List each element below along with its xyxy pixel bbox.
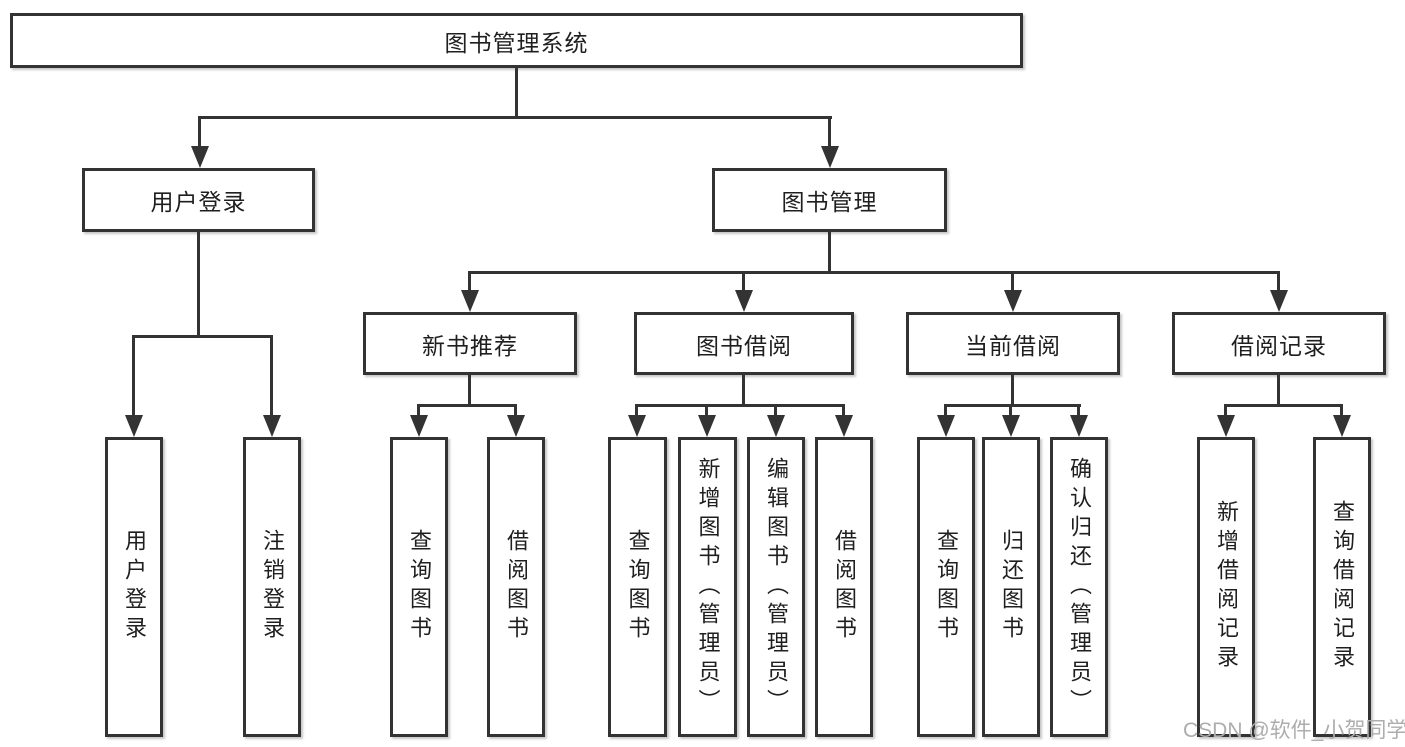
leaf-return-books-label: 归还图书 (999, 529, 1024, 645)
node-book-borrowing-label: 图书借阅 (696, 332, 792, 359)
node-user-login-label: 用户登录 (150, 189, 247, 215)
arrow-down-icon (1217, 415, 1235, 437)
arrow-down-icon (461, 290, 479, 312)
arrow-down-icon (263, 415, 281, 437)
connector-leaf-stub (1340, 404, 1343, 415)
connector-leaf-stub (635, 404, 638, 415)
arrow-down-icon (125, 415, 143, 437)
node-book-management: 图书管理 (712, 168, 947, 232)
connector-leaf-stub (417, 404, 420, 415)
connector-book-management-stem (828, 232, 831, 273)
node-book-borrowing: 图书借阅 (634, 312, 854, 375)
leaf-add-books-admin: 新增图书（管理员） (678, 437, 737, 737)
node-current-borrowing-label: 当前借阅 (965, 332, 1061, 359)
connector-leaf-logout-stub (270, 335, 273, 415)
connector-book-borrowing-stub (742, 271, 745, 292)
leaf-edit-books-admin: 编辑图书（管理员） (747, 437, 805, 737)
leaf-query-borrow-record-label: 查询借阅记录 (1330, 500, 1355, 674)
arrow-down-icon (628, 415, 646, 437)
leaf-return-books: 归还图书 (982, 437, 1040, 737)
leaf-rec-query-books: 查询图书 (390, 437, 448, 737)
connector-leaf-user-login-stub (132, 335, 135, 415)
connector-user-login-stem (197, 232, 200, 337)
node-user-login: 用户登录 (82, 168, 315, 232)
connector-borrowing-records-stem (1277, 375, 1280, 406)
leaf-borrow-books: 借阅图书 (815, 437, 873, 737)
arrow-down-icon (821, 146, 839, 168)
leaf-confirm-return-admin-label: 确认归还（管理员） (1067, 456, 1092, 718)
node-library-system: 图书管理系统 (10, 13, 1023, 68)
leaf-rec-borrow-books: 借阅图书 (487, 437, 545, 737)
leaf-query-borrow-record: 查询借阅记录 (1313, 437, 1371, 737)
node-library-system-label: 图书管理系统 (444, 29, 589, 56)
leaf-borrow-books-label: 借阅图书 (832, 529, 857, 645)
node-borrowing-records-label: 借阅记录 (1231, 332, 1327, 359)
leaf-user-login: 用户登录 (105, 437, 163, 737)
connector-leaf-stub (774, 404, 777, 415)
connector-new-book-rec-stem (468, 375, 471, 406)
leaf-confirm-return-admin: 确认归还（管理员） (1050, 437, 1108, 737)
connector-leaf-stub (842, 404, 845, 415)
node-borrowing-records: 借阅记录 (1172, 312, 1386, 375)
leaf-add-books-admin-label: 新增图书（管理员） (695, 456, 721, 718)
connector-root-hline (198, 116, 832, 119)
connector-borrowing-records-stub (1277, 271, 1280, 292)
arrow-down-icon (698, 415, 716, 437)
connector-root-stem (515, 68, 518, 118)
connector-current-borrowing-stem (1011, 375, 1014, 406)
leaf-logout-label: 注销登录 (260, 529, 285, 645)
leaf-borrow-query-books-label: 查询图书 (625, 529, 651, 645)
arrow-down-icon (1070, 415, 1088, 437)
node-book-management-label: 图书管理 (781, 189, 878, 215)
connector-book-borrowing-hline (635, 404, 845, 407)
connector-current-borrowing-stub (1011, 271, 1014, 292)
connector-user-login-stub (198, 116, 201, 148)
arrow-down-icon (937, 415, 955, 437)
connector-book-management-hline (468, 271, 1280, 274)
arrow-down-icon (735, 290, 753, 312)
watermark-text: CSDN @软件_小贺同学 (1183, 719, 1405, 742)
leaf-current-query-books-label: 查询图书 (934, 529, 959, 645)
leaf-user-login-label: 用户登录 (122, 529, 147, 645)
node-new-book-recommendation-label: 新书推荐 (422, 332, 518, 359)
connector-leaf-stub (514, 404, 517, 415)
leaf-rec-borrow-books-label: 借阅图书 (504, 529, 529, 645)
leaf-add-borrow-record-label: 新增借阅记录 (1214, 500, 1239, 674)
connector-book-borrowing-stem (742, 375, 745, 406)
connector-leaf-stub (1224, 404, 1227, 415)
arrow-down-icon (1004, 290, 1022, 312)
leaf-rec-query-books-label: 查询图书 (407, 529, 432, 645)
connector-leaf-stub (944, 404, 947, 415)
connector-leaf-stub (1009, 404, 1012, 415)
connector-new-book-rec-stub (468, 271, 471, 292)
arrow-down-icon (410, 415, 428, 437)
connector-current-borrowing-hline (944, 404, 1081, 407)
connector-user-login-hline (132, 335, 273, 338)
leaf-current-query-books: 查询图书 (917, 437, 975, 737)
connector-leaf-stub (1077, 404, 1080, 415)
arrow-down-icon (1333, 415, 1351, 437)
leaf-logout: 注销登录 (243, 437, 301, 737)
arrow-down-icon (191, 146, 209, 168)
node-new-book-recommendation: 新书推荐 (363, 312, 577, 375)
leaf-add-borrow-record: 新增借阅记录 (1197, 437, 1255, 737)
connector-borrowing-records-hline (1224, 404, 1343, 407)
leaf-borrow-query-books: 查询图书 (608, 437, 667, 737)
arrow-down-icon (1270, 290, 1288, 312)
leaf-edit-books-admin-label: 编辑图书（管理员） (764, 456, 789, 718)
connector-book-management-stub (828, 116, 831, 148)
arrow-down-icon (507, 415, 525, 437)
arrow-down-icon (835, 415, 853, 437)
connector-new-book-rec-hline (417, 404, 517, 407)
connector-leaf-stub (705, 404, 708, 415)
node-current-borrowing: 当前借阅 (906, 312, 1120, 375)
arrow-down-icon (1002, 415, 1020, 437)
arrow-down-icon (767, 415, 785, 437)
